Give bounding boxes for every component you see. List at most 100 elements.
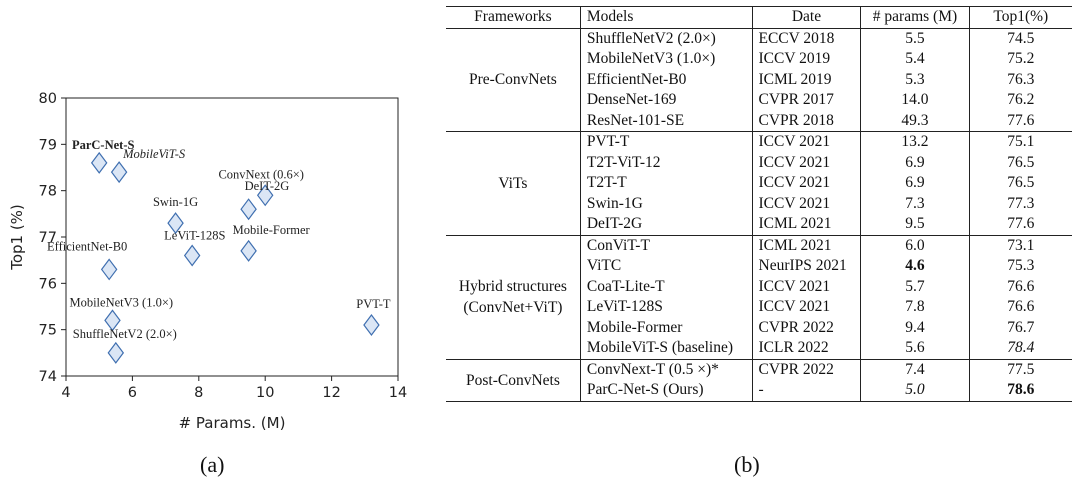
cell-top1: 74.5	[1007, 29, 1035, 47]
cell-top1: 77.3	[1007, 194, 1035, 212]
data-point	[110, 161, 128, 184]
cell-date: CVPR 2022	[752, 359, 862, 380]
comparison-table-wrap: Frameworks Models Date # params (M) Top1…	[446, 6, 1072, 402]
point-label: ConvNext (0.6×)	[218, 167, 304, 181]
cell-params: 5.3	[860, 69, 970, 90]
y-tick-label: 76	[39, 276, 57, 292]
cell-params: 49.3	[860, 110, 970, 132]
cell-top1: 73.1	[1007, 236, 1035, 254]
table-header: Frameworks Models Date # params (M) Top1…	[446, 6, 1072, 28]
cell-model: ConViT-T	[580, 235, 753, 256]
data-point	[363, 314, 380, 337]
x-tick-label: 4	[61, 385, 70, 401]
point-label: MobileNetV3 (1.0×)	[69, 295, 173, 309]
x-tick-label: 6	[128, 385, 137, 401]
cell-params: 6.0	[860, 235, 970, 256]
cell-date: ICCV 2021	[752, 131, 862, 153]
cell-date: ICCV 2021	[752, 276, 862, 297]
y-tick-label: 77	[39, 230, 57, 246]
cell-top1: 76.5	[1007, 153, 1035, 171]
cell-date: -	[752, 380, 862, 401]
header-params: # params (M)	[860, 6, 970, 28]
cell-top1: 78.6	[1007, 381, 1035, 398]
x-tick-label: 8	[194, 385, 203, 401]
cell-params: 6.9	[860, 152, 970, 173]
cell-model: Mobile-Former	[580, 317, 753, 338]
cell-date: ICML 2021	[752, 214, 862, 235]
cell-params: 5.7	[860, 276, 970, 297]
cell-params: 7.3	[860, 193, 970, 214]
cell-top1: 76.6	[1007, 298, 1035, 315]
cell-model: ConvNext-T (0.5 ×)*	[580, 359, 753, 380]
point-label: ParC-Net-S	[72, 138, 135, 152]
data-point	[167, 212, 184, 235]
data-point	[100, 258, 118, 281]
cell-date: CVPR 2018	[752, 110, 862, 132]
x-tick-label: 12	[322, 385, 340, 401]
cell-date: ICCV 2021	[752, 193, 862, 214]
framework-cell: ViTs	[446, 131, 581, 235]
point-label: LeViT-128S	[164, 229, 225, 243]
framework-label: Hybrid structures	[458, 278, 567, 295]
data-point	[240, 198, 257, 221]
cell-model: Swin-1G	[580, 193, 753, 214]
cell-params: 5.6	[860, 338, 970, 359]
cell-date: CVPR 2022	[752, 317, 862, 338]
cell-top1: 76.5	[1007, 174, 1035, 191]
cell-model: ShuffleNetV2 (2.0×)	[580, 28, 753, 49]
cell-model: ViTC	[580, 256, 753, 277]
cell-top1: 76.3	[1007, 70, 1035, 88]
framework-cell: Pre-ConvNets	[446, 28, 581, 132]
point-label: EfficientNet-B0	[47, 239, 127, 253]
point-label: Swin-1G	[153, 195, 198, 209]
point-label: MobileViT-S	[122, 147, 186, 161]
point-label: ShuffleNetV2 (2.0×)	[73, 327, 177, 341]
data-point	[240, 239, 257, 262]
y-tick-label: 74	[39, 369, 57, 385]
cell-date: ICCV 2021	[752, 297, 862, 318]
x-tick-label: 10	[256, 385, 274, 401]
cell-model: MobileNetV3 (1.0×)	[580, 49, 753, 70]
cell-top1: 75.2	[1007, 50, 1035, 67]
header-frameworks: Frameworks	[446, 6, 581, 28]
cell-params: 13.2	[860, 131, 970, 153]
cell-top1: 77.5	[1007, 360, 1035, 378]
cell-date: ICCV 2021	[752, 152, 862, 173]
cell-date: ICLR 2022	[752, 338, 862, 359]
comparison-table: Frameworks Models Date # params (M) Top1…	[446, 6, 1072, 402]
cell-params: 7.4	[860, 359, 970, 380]
cell-params: 4.6	[860, 256, 970, 277]
cell-date: ECCV 2018	[752, 28, 862, 49]
data-point	[104, 309, 121, 332]
cell-params: 9.4	[860, 317, 970, 338]
point-label: DeIT-2G	[245, 179, 290, 193]
cell-params: 5.4	[860, 49, 970, 70]
cell-date: ICML 2019	[752, 69, 862, 90]
cell-model: LeViT-128S	[580, 297, 753, 318]
header-row: Frameworks Models Date # params (M) Top1…	[446, 6, 1072, 28]
cell-params: 14.0	[860, 90, 970, 111]
data-point	[256, 184, 274, 207]
data-point	[107, 341, 125, 364]
point-label: Mobile-Former	[233, 223, 311, 237]
cell-top1: 77.6	[1007, 215, 1035, 232]
y-tick-label: 75	[39, 323, 57, 339]
table-row: Hybrid structures (ConvNet+ViT) ConViT-T IC…	[446, 235, 1072, 359]
cell-model: MobileViT-S (baseline)	[580, 338, 753, 359]
framework-label: (ConvNet+ViT)	[463, 299, 563, 316]
caption-a: (a)	[200, 452, 225, 477]
